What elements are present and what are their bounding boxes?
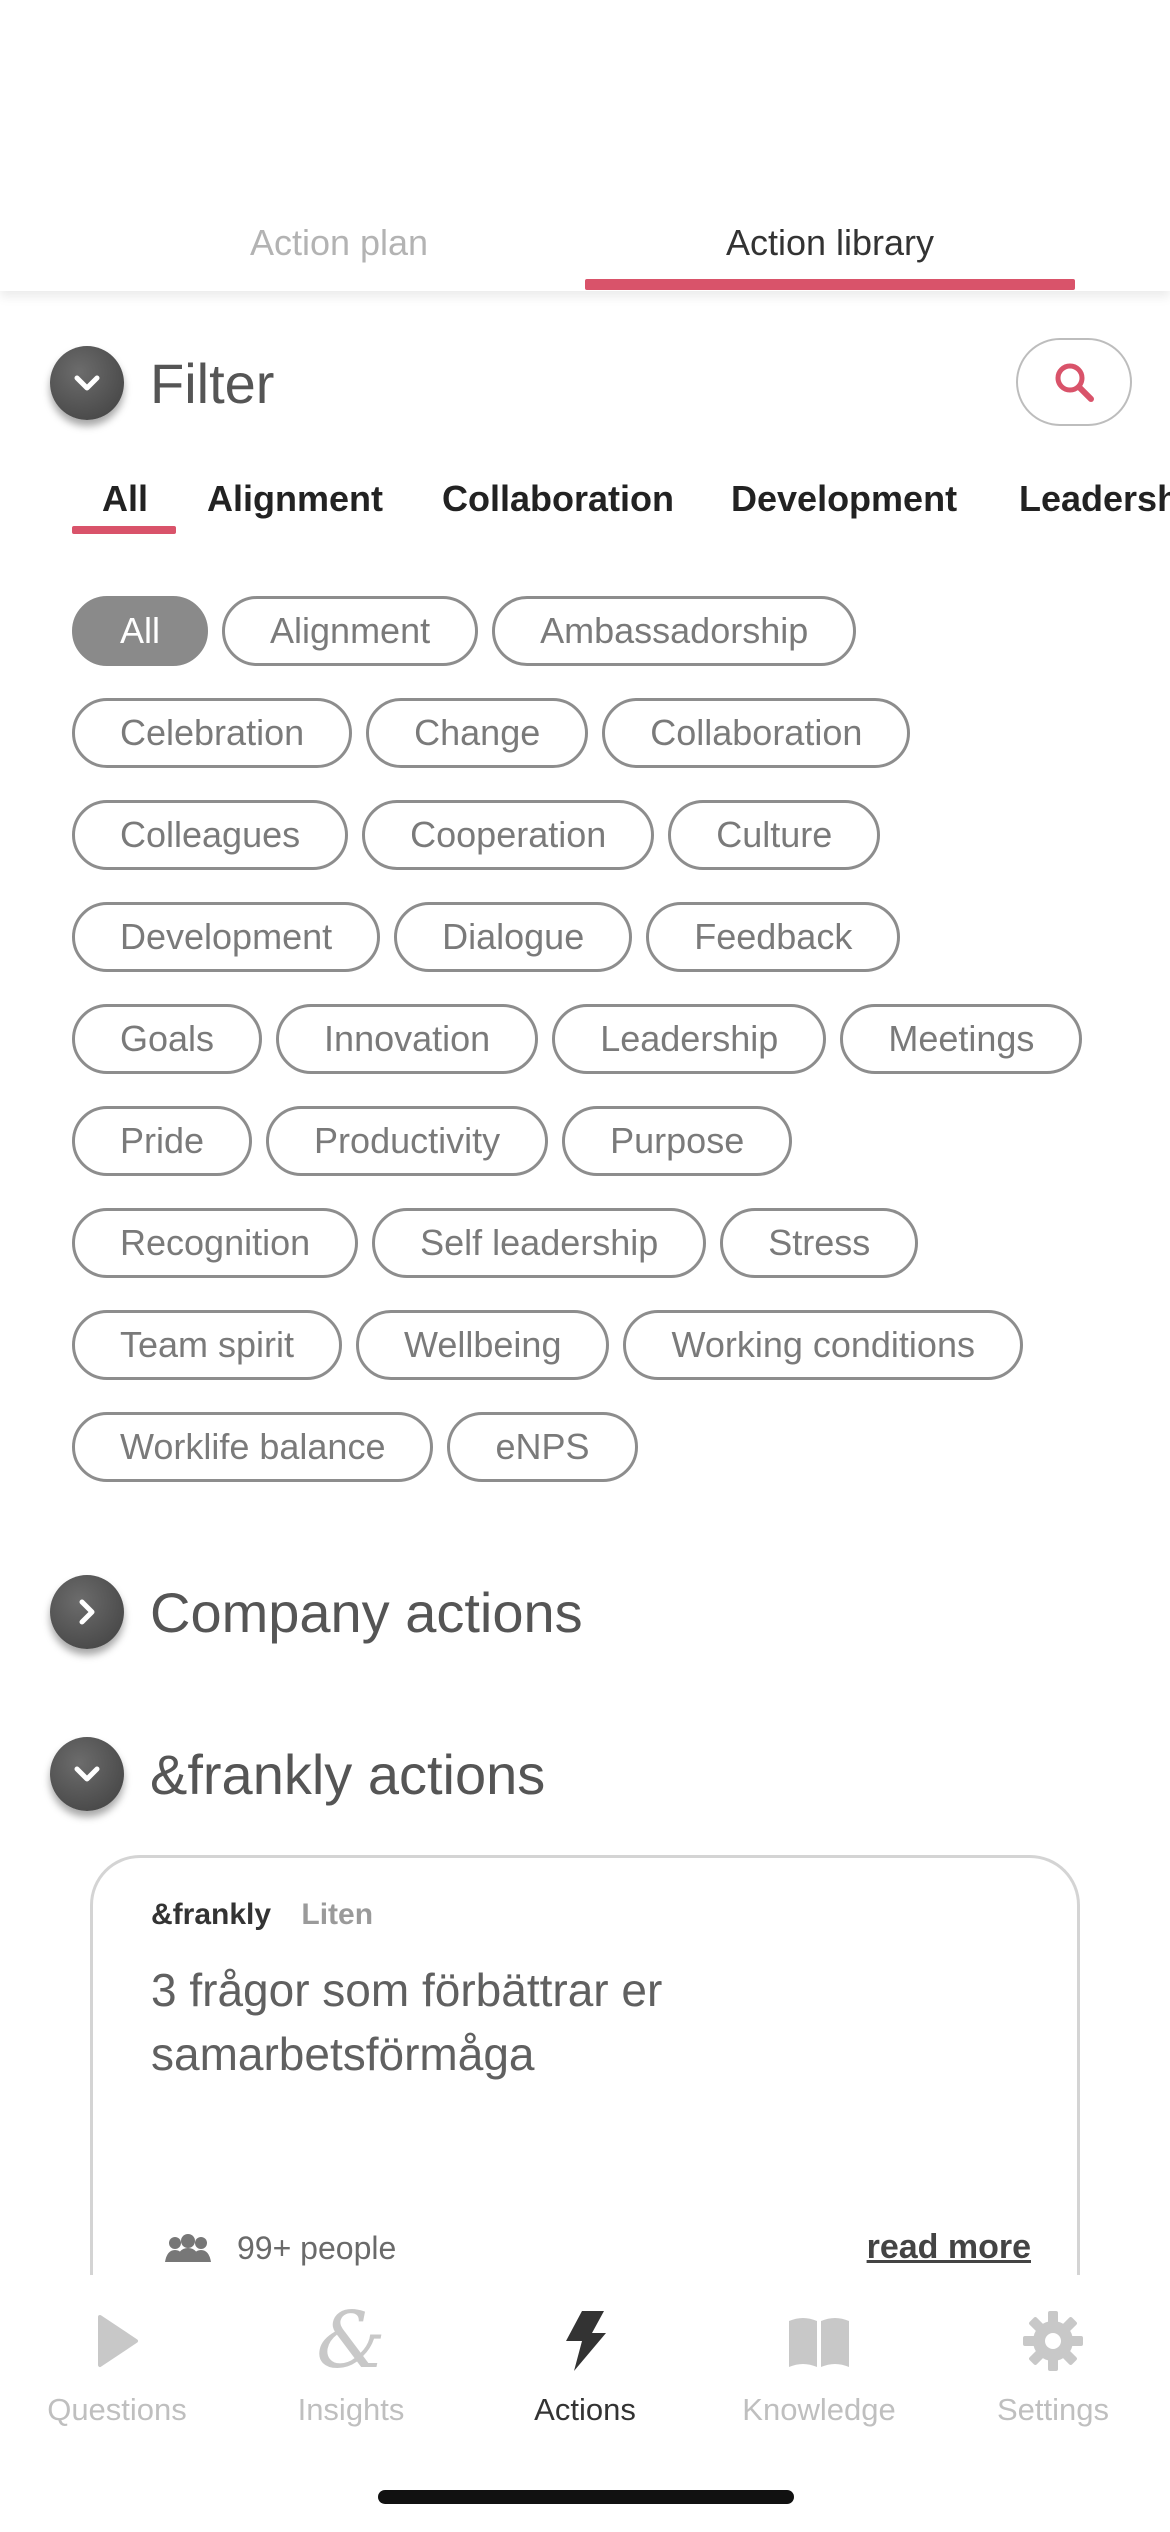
- nav-settings[interactable]: Settings: [936, 2302, 1170, 2428]
- category-tabs: All Alignment Collaboration Development …: [0, 478, 1170, 538]
- chip-enps[interactable]: eNPS: [447, 1412, 638, 1482]
- chip-ambassadorship[interactable]: Ambassadorship: [492, 596, 857, 666]
- category-tab-indicator: [72, 526, 176, 534]
- filter-collapse-button[interactable]: [50, 346, 124, 420]
- nav-label-settings: Settings: [996, 2392, 1109, 2427]
- tab-action-plan[interactable]: Action plan: [249, 222, 429, 263]
- search-icon: [1055, 363, 1094, 402]
- chip-meetings[interactable]: Meetings: [840, 1004, 1083, 1074]
- chip-purpose[interactable]: Purpose: [562, 1106, 793, 1176]
- chip-change[interactable]: Change: [366, 698, 589, 768]
- chip-worklife-balance[interactable]: Worklife balance: [72, 1412, 434, 1482]
- search-button[interactable]: [1016, 338, 1132, 426]
- card-meta: &frankly Liten: [151, 1898, 373, 1932]
- chip-team-spirit[interactable]: Team spirit: [72, 1310, 343, 1380]
- nav-label-knowledge: Knowledge: [742, 2392, 896, 2427]
- chip-pride[interactable]: Pride: [72, 1106, 253, 1176]
- card-people-count: 99+ people: [237, 2230, 397, 2266]
- nav-label-actions: Actions: [534, 2392, 636, 2427]
- chip-goals[interactable]: Goals: [72, 1004, 263, 1074]
- frankly-actions-collapse-button[interactable]: [50, 1737, 124, 1811]
- chip-culture[interactable]: Culture: [668, 800, 881, 870]
- lightning-icon: [566, 2311, 606, 2371]
- category-tab-development[interactable]: Development: [731, 478, 958, 519]
- chip-all[interactable]: All: [72, 596, 209, 666]
- chip-productivity[interactable]: Productivity: [266, 1106, 549, 1176]
- nav-label-questions: Questions: [47, 2392, 187, 2427]
- home-indicator: [378, 2490, 794, 2504]
- chip-wellbeing[interactable]: Wellbeing: [356, 1310, 610, 1380]
- card-size-badge: Liten: [301, 1898, 374, 1931]
- card-brand: &frankly: [151, 1898, 272, 1931]
- category-tab-alignment[interactable]: Alignment: [207, 478, 383, 519]
- chip-innovation[interactable]: Innovation: [276, 1004, 539, 1074]
- chip-cooperation[interactable]: Cooperation: [362, 800, 655, 870]
- frankly-actions-header[interactable]: &frankly actions: [50, 1737, 545, 1811]
- chip-working-conditions[interactable]: Working conditions: [623, 1310, 1023, 1380]
- chip-development[interactable]: Development: [72, 902, 381, 972]
- active-tab-indicator: [585, 279, 1075, 290]
- people-icon: [165, 2233, 211, 2262]
- chip-leadership[interactable]: Leadership: [552, 1004, 827, 1074]
- category-tab-collaboration[interactable]: Collaboration: [442, 478, 674, 519]
- card-people: 99+ people: [163, 2230, 396, 2267]
- gear-icon: [1023, 2311, 1083, 2371]
- company-actions-header[interactable]: Company actions: [50, 1575, 583, 1649]
- nav-label-insights: Insights: [297, 2392, 405, 2427]
- top-tab-bar: Action plan Action library: [0, 0, 1170, 291]
- company-actions-title: Company actions: [150, 1580, 583, 1644]
- chip-alignment[interactable]: Alignment: [222, 596, 479, 666]
- chip-celebration[interactable]: Celebration: [72, 698, 353, 768]
- tab-action-library[interactable]: Action library: [725, 222, 935, 263]
- chip-collaboration[interactable]: Collaboration: [602, 698, 911, 768]
- chip-feedback[interactable]: Feedback: [646, 902, 901, 972]
- card-title: 3 frågor som förbättrar er samarbetsförm…: [151, 1964, 663, 2080]
- category-tab-leadership[interactable]: Leadersh: [1019, 478, 1170, 519]
- nav-knowledge[interactable]: Knowledge: [702, 2302, 936, 2428]
- chip-recognition[interactable]: Recognition: [72, 1208, 359, 1278]
- chip-stress[interactable]: Stress: [720, 1208, 919, 1278]
- filter-title: Filter: [150, 351, 275, 415]
- topic-chips: All Alignment Ambassadorship Celebration…: [72, 596, 1112, 1514]
- read-more-link[interactable]: read more: [866, 2228, 1031, 2266]
- play-icon: [98, 2315, 138, 2367]
- chip-self-leadership[interactable]: Self leadership: [372, 1208, 707, 1278]
- chip-dialogue[interactable]: Dialogue: [394, 902, 633, 972]
- chip-colleagues[interactable]: Colleagues: [72, 800, 349, 870]
- filter-header: Filter: [50, 346, 274, 420]
- nav-insights[interactable]: & Insights: [234, 2302, 468, 2428]
- action-card[interactable]: &frankly Liten 3 frågor som förbättrar e…: [90, 1855, 1080, 2275]
- book-icon: [789, 2318, 849, 2367]
- frankly-actions-title: &frankly actions: [150, 1742, 546, 1806]
- category-tab-all[interactable]: All: [102, 478, 149, 519]
- chevron-down-icon: [74, 375, 100, 391]
- nav-questions[interactable]: Questions: [0, 2302, 234, 2428]
- nav-actions[interactable]: Actions: [468, 2302, 702, 2428]
- ampersand-icon: &: [316, 2296, 386, 2386]
- company-actions-expand-button[interactable]: [50, 1575, 124, 1649]
- chevron-right-icon: [79, 1599, 95, 1625]
- chevron-down-icon: [74, 1766, 100, 1782]
